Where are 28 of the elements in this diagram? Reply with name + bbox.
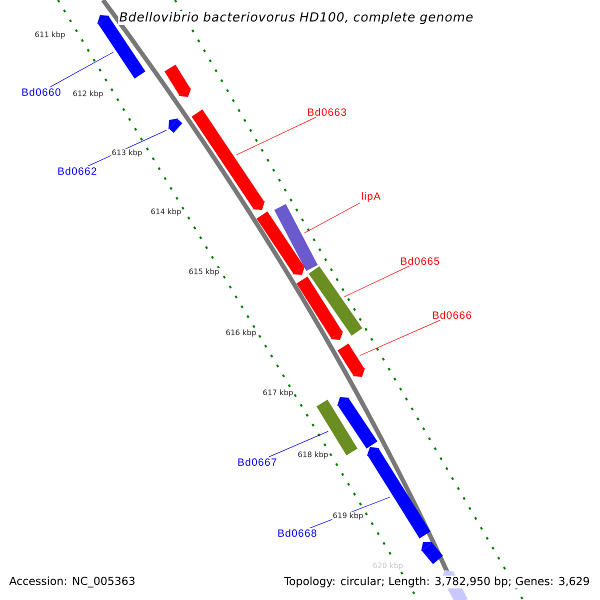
gene-block (192, 109, 265, 210)
gene-block (421, 542, 443, 564)
gene-label: lipA (362, 192, 381, 202)
gene-label: Bd0667 (238, 458, 276, 466)
leader-line (268, 431, 329, 458)
gene-block (308, 266, 362, 336)
gene-label: Bd0662 (58, 167, 96, 175)
gene-block (366, 447, 431, 538)
gene-block (168, 118, 182, 133)
gene-block (338, 344, 366, 377)
gene-block (256, 211, 305, 275)
genome-info-text: Topology: circular; Length: 3,782,950 bp; Genes: 3,629 (283, 576, 591, 588)
gene-label: Bd0665 (401, 257, 440, 265)
gene-label: Bd0666 (433, 311, 472, 319)
gene-label: Bd0663 (308, 108, 346, 116)
gene-block (274, 204, 318, 272)
leader-line (50, 52, 114, 88)
accession-text: Accession: NC_005363 (8, 576, 136, 588)
gene-label: Bd0668 (278, 529, 316, 537)
gene-block (164, 64, 192, 97)
gene-block (296, 276, 344, 340)
leader-line (236, 116, 317, 156)
gene-label: Bd0660 (22, 88, 60, 96)
title: Bdellovibrio bacteriovorus HD100, complete genome (118, 10, 474, 26)
leader-line (344, 266, 410, 298)
leader-line (359, 320, 441, 356)
leader-line (304, 202, 360, 234)
gene-block (337, 397, 378, 449)
